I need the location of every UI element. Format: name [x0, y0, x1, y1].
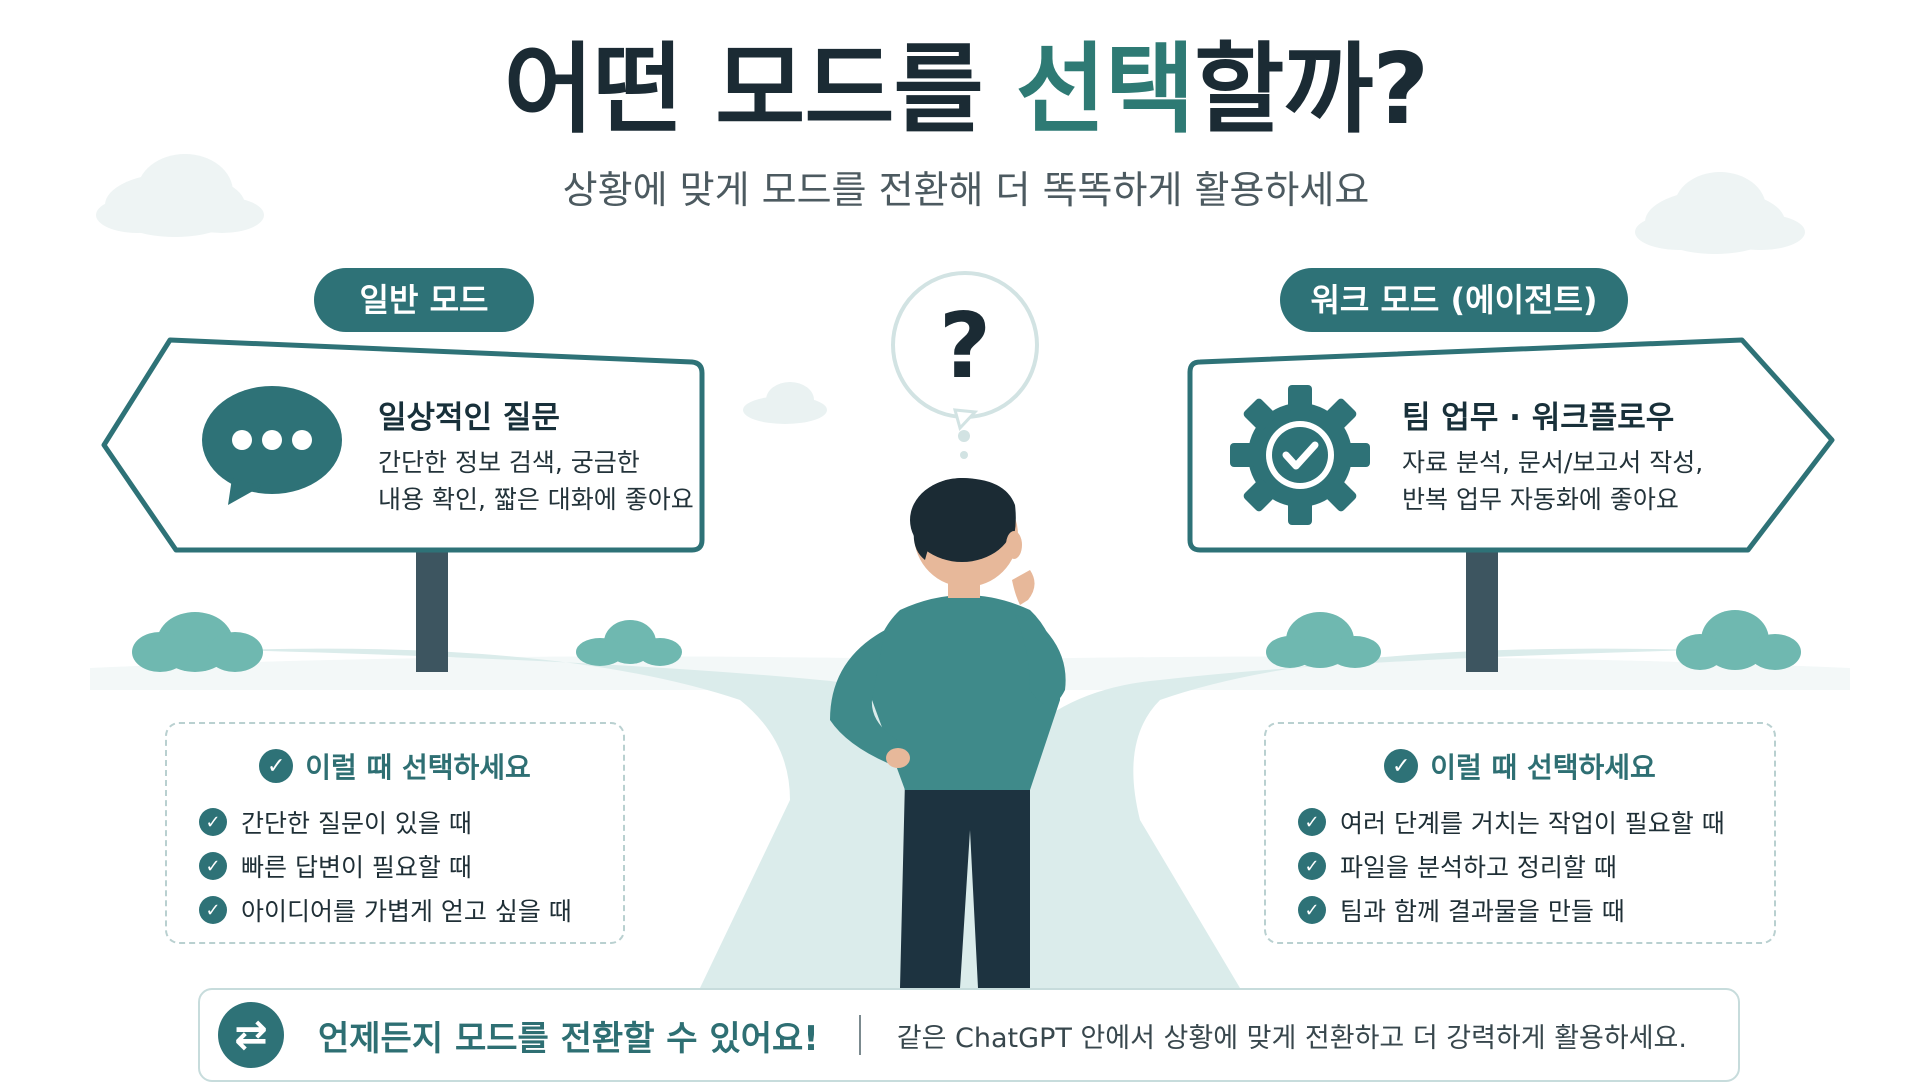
choice-header-right-text: 이럴 때 선택하세요 — [1430, 751, 1656, 784]
switch-mode-banner: ⇄ 언제든지 모드를 전환할 수 있어요! 같은 ChatGPT 안에서 상황에… — [198, 988, 1740, 1082]
title-part2: 할까? — [1194, 33, 1429, 147]
check-icon: ✓ — [1298, 896, 1326, 924]
svg-text:?: ? — [939, 294, 991, 399]
list-item: ✓아이디어를 가볍게 얻고 싶을 때 — [199, 888, 623, 932]
right-sign-title: 팀 업무 · 워크플로우 — [1402, 400, 1675, 436]
list-item: ✓팀과 함께 결과물을 만들 때 — [1298, 888, 1774, 932]
chat-bubble-icon — [202, 386, 342, 505]
switch-arrows-icon: ⇄ — [218, 1002, 284, 1068]
cloud-right — [1635, 172, 1805, 254]
check-icon: ✓ — [199, 852, 227, 880]
left-sign-desc-2: 내용 확인, 짧은 대화에 좋아요 — [378, 485, 694, 514]
left-sign-post — [416, 550, 448, 672]
thinking-person — [830, 478, 1066, 988]
work-mode-label: 워크 모드 (에이전트) — [1280, 268, 1628, 332]
page-title: 어떤 모드를 선택할까? — [0, 30, 1932, 150]
general-mode-label: 일반 모드 — [314, 268, 534, 332]
banner-divider — [858, 1015, 861, 1055]
check-icon: ✓ — [199, 896, 227, 924]
right-sign-post — [1466, 550, 1498, 672]
page-subtitle: 상황에 맞게 모드를 전환해 더 똑똑하게 활용하세요 — [562, 168, 1370, 212]
work-mode-list: ✓여러 단계를 거치는 작업이 필요할 때 ✓파일을 분석하고 정리할 때 ✓팀… — [1298, 800, 1774, 932]
banner-text: 같은 ChatGPT 안에서 상황에 맞게 전환하고 더 강력하게 활용하세요. — [896, 1022, 1687, 1054]
choice-header-left-text: 이럴 때 선택하세요 — [305, 751, 531, 784]
left-sign-title: 일상적인 질문 — [378, 400, 560, 436]
question-mark-icon: ? — [891, 271, 1039, 459]
general-mode-list: ✓간단한 질문이 있을 때 ✓빠른 답변이 필요할 때 ✓아이디어를 가볍게 얻… — [199, 800, 623, 932]
check-icon: ✓ — [199, 808, 227, 836]
title-part1: 어떤 모드를 — [503, 33, 1016, 147]
choice-header-left: ✓ 이럴 때 선택하세요 — [167, 746, 623, 786]
cloud-left — [96, 154, 264, 237]
bushes-left — [132, 612, 682, 672]
banner-title: 언제든지 모드를 전환할 수 있어요! — [318, 1018, 819, 1059]
list-item: ✓빠른 답변이 필요할 때 — [199, 844, 623, 888]
gear-check-icon — [1230, 385, 1370, 525]
choice-header-right: ✓ 이럴 때 선택하세요 — [1266, 746, 1774, 786]
cloud-small — [743, 382, 827, 424]
check-icon: ✓ — [1298, 852, 1326, 880]
bushes-right — [1266, 610, 1801, 670]
list-item: ✓여러 단계를 거치는 작업이 필요할 때 — [1298, 800, 1774, 844]
check-icon: ✓ — [1384, 749, 1419, 783]
right-sign-desc-1: 자료 분석, 문서/보고서 작성, — [1402, 448, 1704, 477]
check-icon: ✓ — [259, 749, 294, 783]
left-sign-desc-1: 간단한 정보 검색, 궁금한 — [378, 448, 640, 477]
title-accent: 선택 — [1015, 33, 1195, 147]
work-mode-choice-box: ✓ 이럴 때 선택하세요 ✓여러 단계를 거치는 작업이 필요할 때 ✓파일을 … — [1264, 722, 1776, 944]
general-mode-choice-box: ✓ 이럴 때 선택하세요 ✓간단한 질문이 있을 때 ✓빠른 답변이 필요할 때… — [165, 722, 625, 944]
right-sign-desc-2: 반복 업무 자동화에 좋아요 — [1402, 485, 1679, 514]
check-icon: ✓ — [1298, 808, 1326, 836]
list-item: ✓간단한 질문이 있을 때 — [199, 800, 623, 844]
list-item: ✓파일을 분석하고 정리할 때 — [1298, 844, 1774, 888]
